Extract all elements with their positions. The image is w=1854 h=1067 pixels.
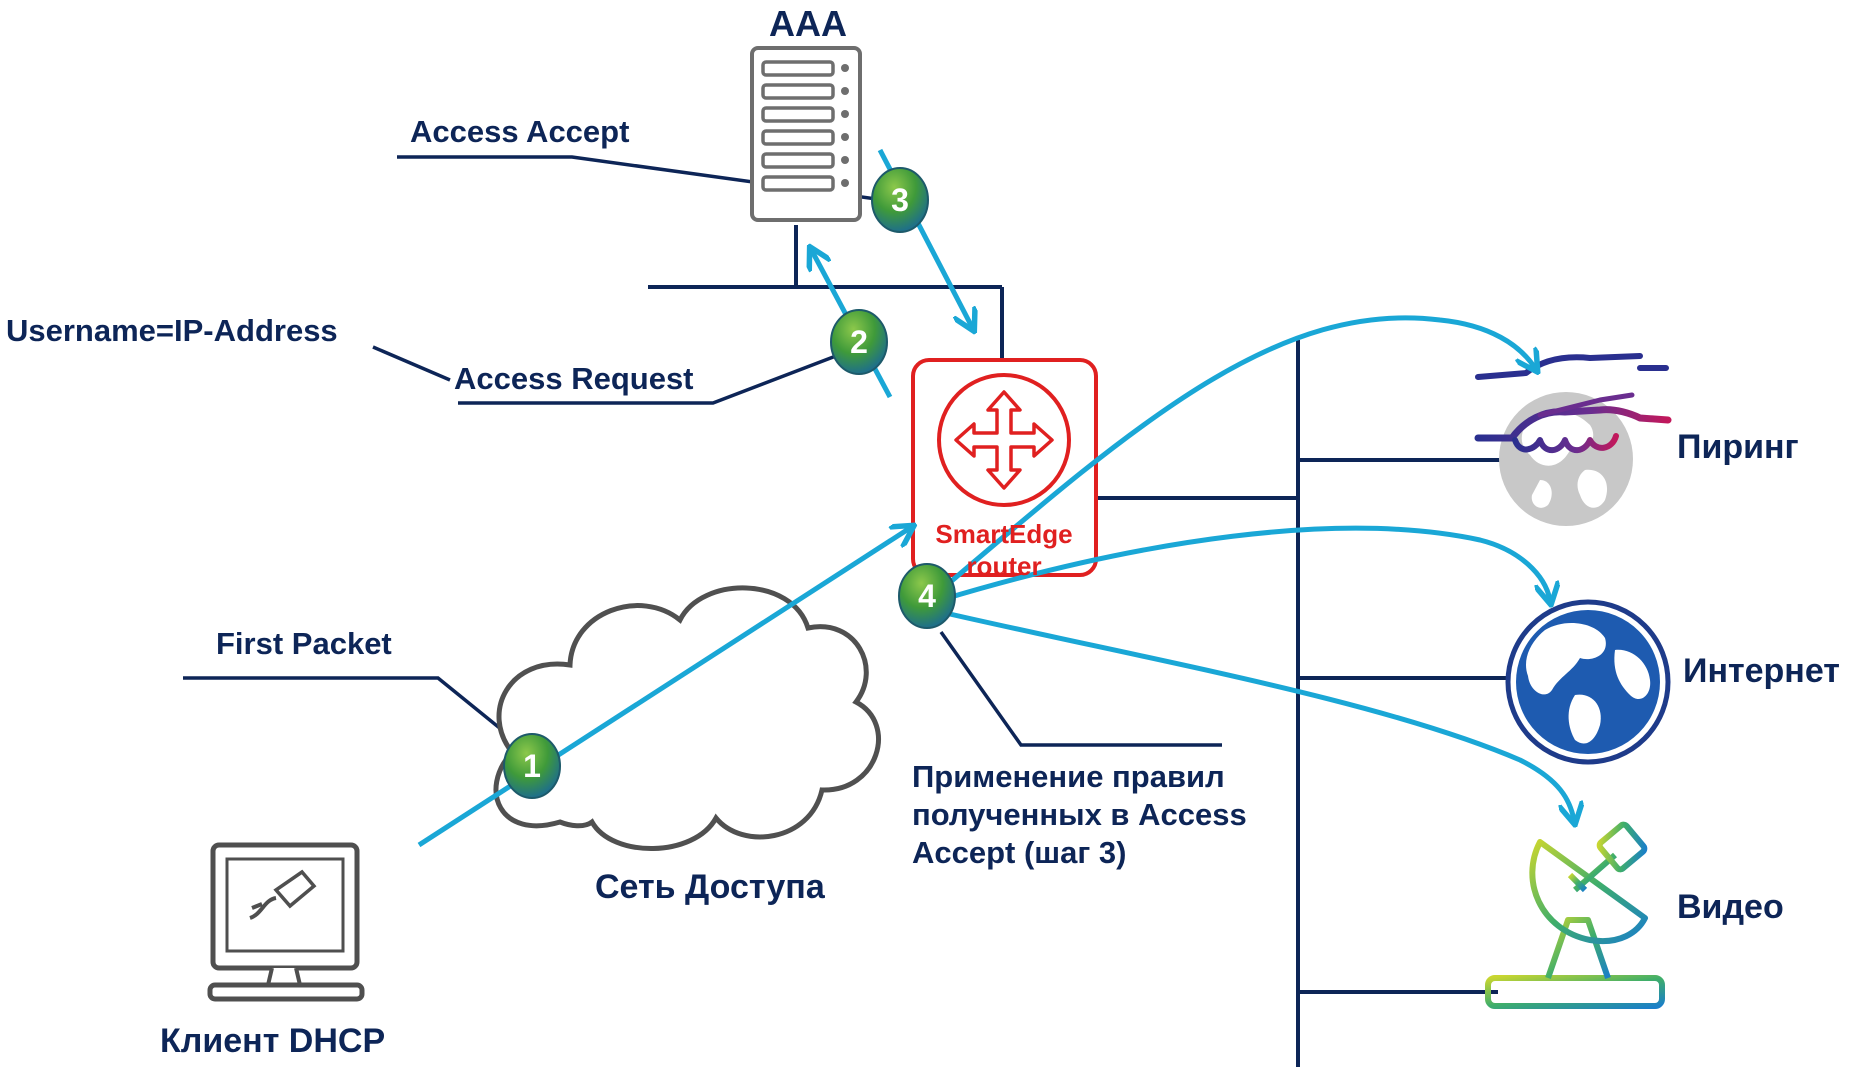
aaa-server-icon <box>750 46 862 222</box>
video-satellite-dish-icon <box>1485 821 1665 1009</box>
step-3-number: 3 <box>891 182 909 218</box>
step-4-marker <box>898 563 956 629</box>
internet-flow-arrow <box>940 525 1550 600</box>
dhcp-client-computer-icon <box>207 842 365 1002</box>
access-request-label: Access Request <box>454 361 694 396</box>
step-3-marker <box>871 167 929 233</box>
topology-lines <box>648 225 1508 1067</box>
first-packet-arrow <box>417 528 910 848</box>
step-1-number: 1 <box>523 748 541 784</box>
step-1-marker <box>503 733 561 799</box>
access-network-cloud-icon <box>493 585 881 851</box>
access-network-label: Сеть Доступа <box>595 868 825 906</box>
username-label: Username=IP-Address <box>6 313 338 348</box>
step-2-marker <box>830 309 888 375</box>
internet-globe-icon <box>1505 599 1671 765</box>
handshake-icon <box>1474 353 1672 454</box>
peering-label: Пиринг <box>1677 428 1799 466</box>
peering-flow-arrow <box>939 315 1535 592</box>
step-4-number: 4 <box>918 578 936 614</box>
peering-globe-icon <box>1499 392 1633 526</box>
video-label: Видео <box>1677 888 1784 926</box>
router-label: SmartEdge router <box>935 519 1073 581</box>
video-flow-arrow <box>940 609 1574 820</box>
rules-label: Применение правил полученных в Access Ac… <box>912 759 1247 870</box>
step-2-number: 2 <box>850 324 868 360</box>
smartedge-router-icon <box>911 358 1098 577</box>
aaa-title: AAA <box>769 3 847 44</box>
first-packet-label: First Packet <box>216 626 392 661</box>
access-accept-label: Access Accept <box>410 114 630 149</box>
dhcp-client-label: Клиент DHCP <box>160 1022 386 1060</box>
step-markers <box>503 167 956 799</box>
internet-label: Интернет <box>1683 652 1840 690</box>
